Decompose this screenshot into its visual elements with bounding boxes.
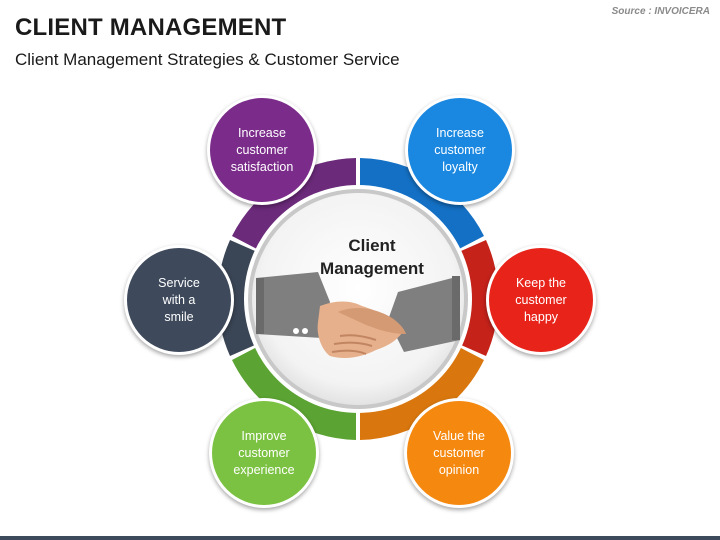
bottom-bar (0, 536, 720, 540)
node-label: Increase customer satisfaction (230, 125, 294, 174)
ring-segment-orange (360, 347, 484, 440)
node-label: Increase customer loyalty (434, 125, 486, 174)
source-note: Source : INVOICERA (611, 6, 710, 17)
handshake-icon (256, 272, 460, 358)
page-subtitle: Client Management Strategies & Customer … (15, 50, 400, 69)
node-keep-happy: Keep the customer happy (486, 245, 596, 355)
ring-segment-slate (217, 240, 255, 356)
node-label: Service with a smile (158, 275, 200, 324)
node-label: Improve customer experience (233, 428, 295, 477)
center-disc (248, 189, 468, 409)
center-title: Client Management (320, 236, 424, 278)
ring-segment-red (461, 240, 499, 356)
node-increase-satisfaction: Increase customer satisfaction (207, 95, 317, 205)
node-increase-loyalty: Increase customer loyalty (405, 95, 515, 205)
ring-segment-green (232, 347, 356, 440)
node-value-opinion: Value the customer opinion (404, 398, 514, 508)
node-service-smile: Service with a smile (124, 245, 234, 355)
ring-segment-purple (232, 158, 356, 249)
page-title: CLIENT MANAGEMENT (15, 14, 287, 41)
ring-segment-blue (360, 158, 484, 249)
node-label: Value the customer opinion (433, 428, 485, 477)
node-improve-experience: Improve customer experience (209, 398, 319, 508)
node-label: Keep the customer happy (515, 275, 567, 324)
